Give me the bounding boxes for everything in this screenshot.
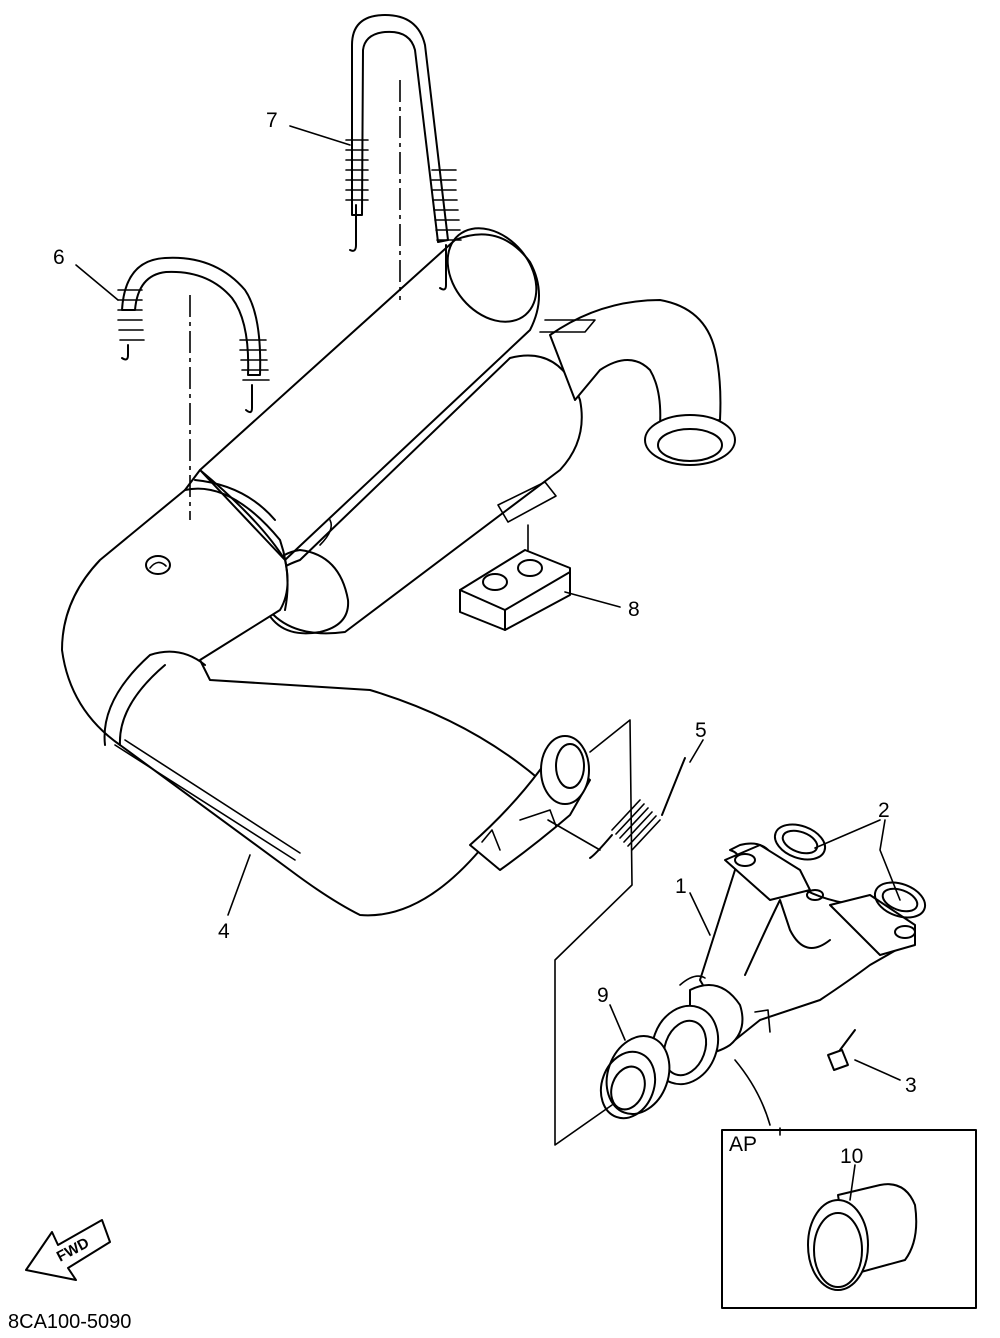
callout-2: 2 — [878, 799, 890, 822]
callout-5: 5 — [695, 719, 707, 742]
part-code: 8CA100-5090 — [8, 1311, 131, 1333]
leader-lines — [75, 125, 901, 1081]
callout-1: 1 — [675, 875, 687, 898]
fwd-arrow-icon: FWD — [25, 1219, 111, 1281]
callout-8: 8 — [628, 598, 640, 621]
inset-label: AP — [729, 1133, 757, 1156]
callout-4: 4 — [218, 920, 230, 943]
callout-3: 3 — [905, 1074, 917, 1097]
inset-ap — [721, 1129, 977, 1309]
callout-9: 9 — [597, 984, 609, 1007]
callout-10: 10 — [840, 1145, 863, 1168]
manifold-1 — [650, 842, 916, 1086]
hanger-rod-7 — [345, 14, 462, 300]
callout-6: 6 — [53, 246, 65, 269]
muffler-assembly — [61, 227, 736, 917]
hanger-rod-6 — [117, 256, 270, 520]
spring-5 — [547, 757, 686, 859]
damper-8 — [459, 524, 571, 631]
gaskets-2 — [773, 823, 927, 919]
callout-7: 7 — [266, 109, 278, 132]
ring-9 — [599, 1035, 671, 1120]
